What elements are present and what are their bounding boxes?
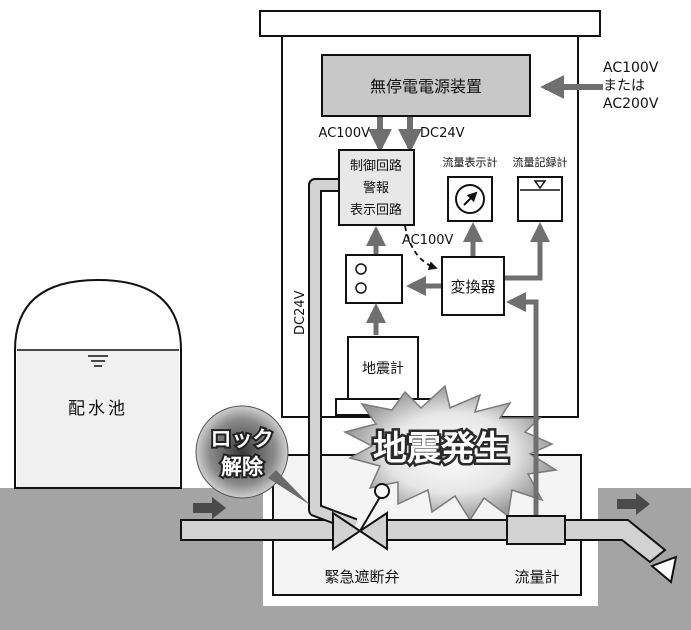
converter-box: 変換器 xyxy=(441,256,505,316)
control-circuit-box: 制御回路 警報 表示回路 xyxy=(338,149,415,226)
lock-release-bubble: ロック 解除 xyxy=(195,405,310,505)
supply-ac-label: AC100V xyxy=(319,126,371,141)
main-pipe xyxy=(180,519,678,584)
supply-arrows: AC100V DC24V xyxy=(319,117,465,153)
control-line2: 警報 xyxy=(363,180,389,196)
flow-recorder: 流量記録計 xyxy=(513,155,568,222)
converter-label: 変換器 xyxy=(450,278,495,296)
emergency-valve: 緊急遮断弁 xyxy=(324,483,400,586)
dial-gauge-icon xyxy=(455,184,485,214)
ups-label: 無停電電源装置 xyxy=(370,77,482,96)
seismometer-label: 地震計 xyxy=(362,361,404,377)
converter-links: AC100V xyxy=(402,222,550,296)
flow-indicator-label: 流量表示計 xyxy=(443,155,498,169)
control-line3: 表示回路 xyxy=(350,202,402,218)
lock-release-line2: 解除 xyxy=(221,455,264,479)
flow-arrows xyxy=(193,493,650,519)
ups-input-line2: または xyxy=(603,78,645,94)
supply-dc-label: DC24V xyxy=(420,126,465,141)
dc-line-label: DC24V xyxy=(293,290,308,335)
reservoir-label: 配水池 xyxy=(68,399,128,419)
flow-indicator: 流量表示計 xyxy=(443,155,498,222)
earthquake-label: 地震発生 xyxy=(373,429,509,469)
flow-recorder-label: 流量記録計 xyxy=(513,155,568,169)
ups-input-line3: AC200V xyxy=(603,96,659,112)
flowmeter-signal-line xyxy=(506,292,539,520)
lock-release-line1: ロック xyxy=(211,427,274,451)
control-line1: 制御回路 xyxy=(350,158,402,174)
reservoir: 配水池 xyxy=(14,278,182,489)
valve-label: 緊急遮断弁 xyxy=(324,568,399,586)
flowmeter: 流量計 xyxy=(506,515,566,586)
ups-input: AC100V または AC200V xyxy=(540,60,659,112)
converter-power-label: AC100V xyxy=(402,233,454,248)
relay-contacts-icon xyxy=(355,263,367,294)
recorder-chart-icon xyxy=(520,180,560,191)
ups-box: 無停電電源装置 xyxy=(321,54,531,117)
flowmeter-label: 流量計 xyxy=(514,568,559,586)
ups-input-line1: AC100V xyxy=(603,60,659,76)
earthquake-burst: 地震発生 xyxy=(342,384,559,522)
